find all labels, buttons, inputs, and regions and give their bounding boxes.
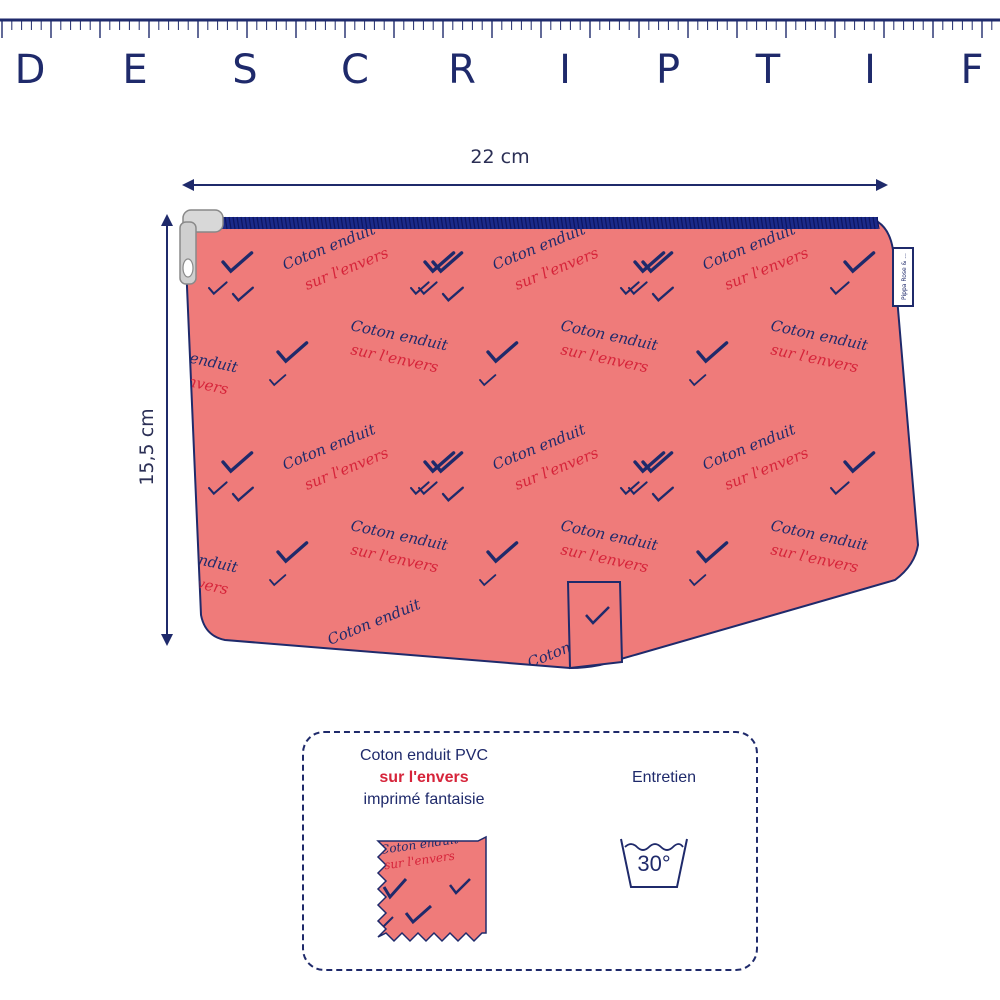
check-mark-icon	[486, 341, 519, 364]
check-mark-icon	[269, 574, 287, 587]
fabric-description: Coton enduit PVC sur l'envers imprimé fa…	[344, 745, 504, 811]
check-mark-icon	[627, 481, 648, 496]
check-mark-icon	[441, 286, 464, 302]
zipper	[200, 216, 880, 230]
check-mark-icon	[696, 541, 729, 564]
check-mark-icon	[417, 281, 438, 296]
fabric-line-2: sur l'envers	[379, 769, 469, 786]
check-mark-icon	[221, 251, 254, 274]
title-letter: D	[14, 47, 46, 93]
zipper-pull-icon	[179, 209, 224, 285]
title-letter: I	[864, 47, 876, 93]
check-mark-icon	[409, 481, 430, 496]
width-dimension-arrow	[182, 179, 888, 191]
fabric-swatch-icon: Coton enduit sur l'envers	[376, 835, 487, 943]
check-mark-icon	[689, 574, 707, 587]
check-mark-icon	[641, 451, 674, 474]
check-mark-icon	[633, 251, 666, 274]
check-mark-icon	[696, 341, 729, 364]
check-mark-icon	[231, 486, 254, 502]
check-mark-icon	[431, 451, 464, 474]
brand-tag: Pippa Rose & ...	[892, 247, 914, 307]
care-title: Entretien	[631, 769, 697, 786]
check-mark-icon	[627, 281, 648, 296]
title-letter: F	[960, 47, 984, 93]
check-mark-icon	[829, 281, 850, 296]
check-mark-icon	[409, 281, 430, 296]
check-mark-icon	[431, 251, 464, 274]
fabric-line-1: Coton enduit PVC	[359, 747, 489, 764]
check-mark-icon	[651, 486, 674, 502]
check-mark-icon	[207, 481, 228, 496]
check-mark-icon	[619, 481, 640, 496]
check-mark-icon	[423, 451, 456, 474]
check-mark-icon	[423, 251, 456, 274]
title-letter: P	[655, 47, 681, 93]
check-mark-icon	[441, 486, 464, 502]
check-mark-icon	[843, 451, 876, 474]
check-mark-icon	[619, 281, 640, 296]
check-mark-icon	[479, 574, 497, 587]
ruler-ticks	[1, 20, 993, 38]
wash-temperature: 30°	[637, 851, 671, 876]
check-mark-icon	[843, 251, 876, 274]
check-mark-icon	[221, 451, 254, 474]
width-label: 22 cm	[470, 146, 530, 168]
check-mark-icon	[276, 341, 309, 364]
page-title: D E S C R I P T I F	[0, 48, 1000, 92]
check-mark-icon	[276, 541, 309, 564]
check-mark-icon	[633, 451, 666, 474]
title-letter: C	[341, 47, 369, 93]
title-letter: E	[122, 47, 148, 93]
title-letter: S	[232, 47, 258, 93]
svg-text:Pippa Rose & ...: Pippa Rose & ...	[901, 253, 908, 300]
title-letter: I	[559, 47, 571, 93]
height-label: 15,5 cm	[136, 408, 158, 486]
check-mark-icon	[486, 541, 519, 564]
check-mark-icon	[641, 251, 674, 274]
bottom-tab	[566, 581, 624, 670]
check-mark-icon	[689, 374, 707, 387]
fabric-line-3: imprimé fantaisie	[363, 791, 485, 808]
check-mark-icon	[417, 481, 438, 496]
check-mark-icon	[231, 286, 254, 302]
ruler	[0, 18, 1000, 38]
check-mark-icon	[829, 481, 850, 496]
title-letter: R	[448, 47, 476, 93]
info-box: Coton enduit PVC sur l'envers imprimé fa…	[302, 731, 758, 971]
check-mark-icon	[651, 286, 674, 302]
title-letter: T	[755, 47, 781, 93]
check-mark-icon	[479, 374, 497, 387]
wash-tub-icon	[620, 838, 688, 888]
check-mark-icon	[207, 281, 228, 296]
check-mark-icon	[269, 374, 287, 387]
height-dimension-arrow	[161, 214, 173, 646]
